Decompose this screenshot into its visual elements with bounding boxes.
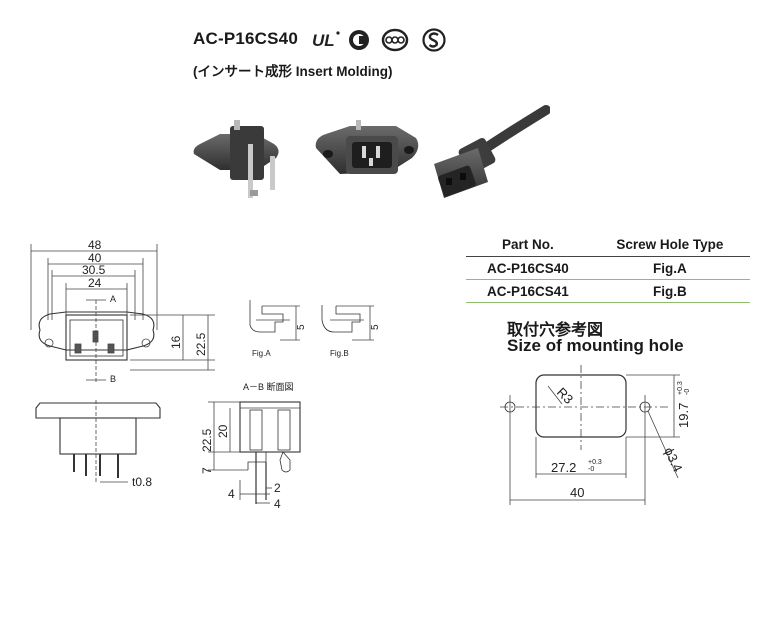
hole-width-tolerance-low: -0: [588, 466, 594, 473]
dim-22-5: 22.5: [194, 332, 208, 356]
table-header-screw-hole-type: Screw Hole Type: [589, 234, 750, 257]
hole-diameter-label: ϕ3.4: [661, 445, 685, 474]
csa-icon: [349, 30, 369, 50]
section-view-title: A－B 断面図: [243, 381, 294, 392]
part-number-table: Part No. Screw Hole Type AC-P16CS40 Fig.…: [466, 234, 750, 303]
dim-30-5: 30.5: [82, 263, 106, 277]
section-dim-4b: 4: [274, 497, 281, 511]
table-row: AC-P16CS41 Fig.B: [466, 279, 750, 303]
dim-16: 16: [169, 335, 183, 349]
fig-b-label: Fig.B: [330, 349, 349, 358]
section-mark-a: A: [110, 294, 116, 304]
section-dim-20: 20: [216, 424, 230, 438]
product-subtitle: (インサート成形 Insert Molding): [193, 64, 393, 79]
section-dim-2: 2: [274, 481, 281, 495]
side-view-drawing: [35, 400, 161, 483]
s-mark-icon: [422, 28, 446, 52]
ul-icon: UL: [312, 31, 340, 50]
socket-photo-rear: [193, 120, 279, 198]
section-dim-22-5: 22.5: [200, 428, 214, 452]
dim-40: 40: [88, 251, 102, 265]
table-row: AC-P16CS40 Fig.A: [466, 256, 750, 280]
hole-height-tolerance-low: -0: [684, 389, 691, 395]
section-dim-4a: 4: [228, 487, 235, 501]
fig-a-label: Fig.A: [252, 349, 271, 358]
pin-thickness-label: t0.8: [132, 475, 152, 489]
hole-height-tolerance: +0.3: [677, 381, 684, 395]
fig-b-dim: 5: [370, 324, 381, 330]
table-cell-part-no: AC-P16CS41: [466, 279, 590, 303]
table-header-row: Part No. Screw Hole Type: [466, 234, 750, 257]
hole-pitch-label: 40: [570, 485, 584, 500]
table-cell-type: Fig.B: [589, 279, 750, 303]
hole-width-tolerance: +0.3: [588, 459, 602, 466]
hole-width-label: 27.2: [551, 460, 576, 475]
mounting-hole-title-en: Size of mounting hole: [507, 336, 684, 355]
mounting-hole-drawing: R3 19.7 +0.3 -0 27.2 +0.3 -0 ϕ3.4 40: [500, 365, 691, 505]
product-model-title: AC-P16CS40: [193, 29, 298, 48]
dim-24: 24: [88, 276, 102, 290]
corner-radius-label: R3: [554, 385, 576, 407]
socket-photo-front: [315, 120, 419, 174]
front-view-drawing: [30, 244, 215, 384]
table-header-part-no: Part No.: [466, 234, 590, 257]
fig-b-drawing: [321, 305, 374, 341]
ccc-icon: [381, 28, 409, 52]
table-cell-part-no: AC-P16CS40: [466, 256, 590, 280]
technical-drawings: 48 40 30.5 24 A B 16 22.5 t0.8 Fig.A 5 F…: [30, 238, 381, 511]
fig-a-dim: 5: [296, 324, 307, 330]
section-view-drawing: [208, 401, 301, 504]
product-photos: [193, 105, 550, 198]
section-mark-b: B: [110, 374, 116, 384]
table-cell-type: Fig.A: [589, 256, 750, 280]
hole-height-label: 19.7: [676, 403, 691, 428]
svg-text:UL: UL: [312, 31, 335, 50]
connector-cord-photo: [434, 105, 550, 198]
section-dim-7: 7: [200, 467, 214, 474]
mounting-hole-title-jp: 取付穴参考図: [507, 320, 604, 339]
dim-48: 48: [88, 238, 102, 252]
certification-marks: UL: [312, 28, 446, 52]
fig-a-drawing: [249, 300, 300, 341]
